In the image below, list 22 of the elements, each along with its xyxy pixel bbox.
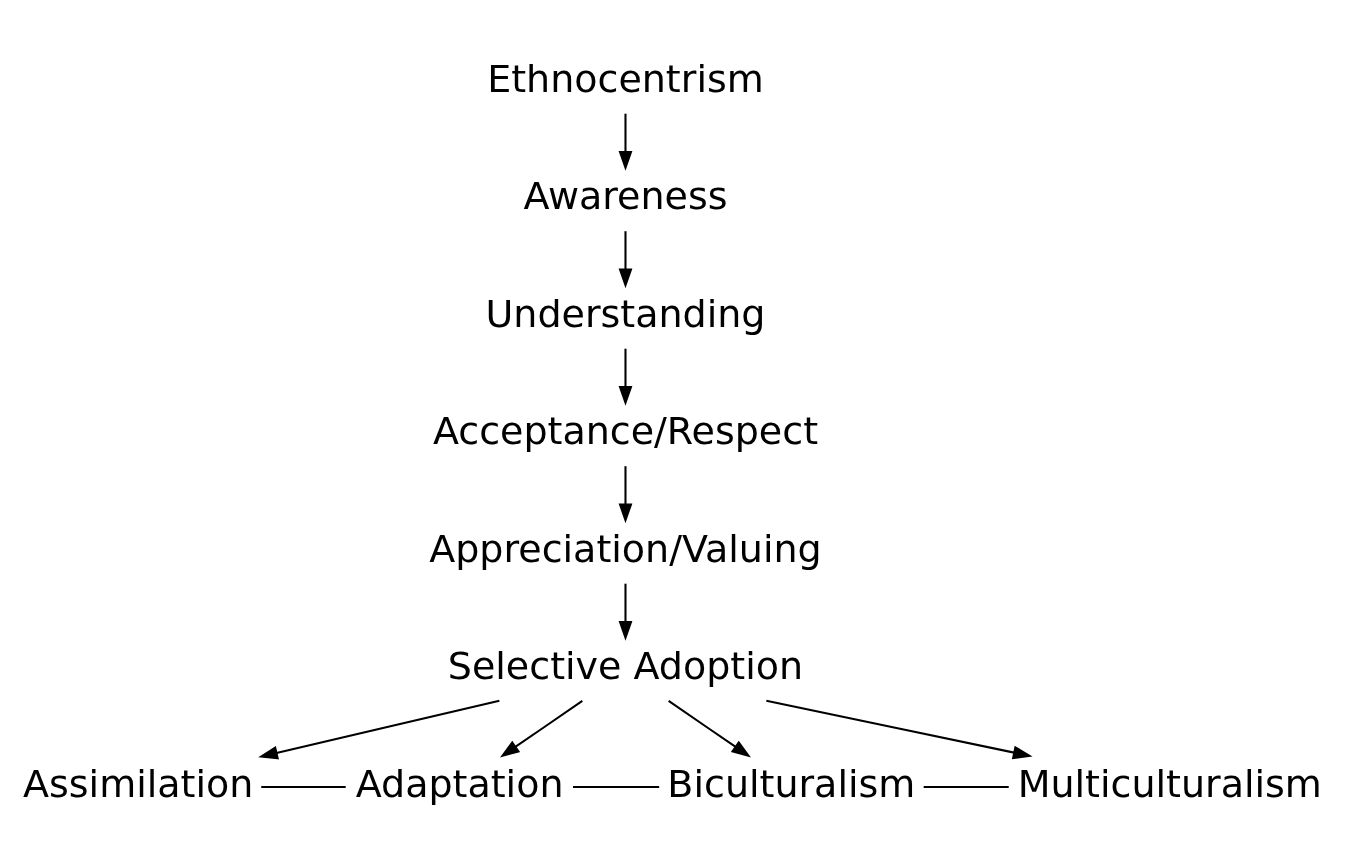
- arrow: [668, 699, 751, 758]
- arrow: [618, 583, 633, 641]
- connector: [923, 785, 1009, 788]
- arrow: [618, 230, 633, 288]
- node-text: Biculturalism: [667, 761, 916, 806]
- node-text: Multiculturalism: [1017, 761, 1322, 806]
- node-text: Understanding: [485, 291, 766, 336]
- arrow: [618, 113, 633, 171]
- node-text: Acceptance/Respect: [432, 408, 819, 453]
- node-text: Awareness: [523, 173, 728, 218]
- node-text: Assimilation: [23, 761, 254, 806]
- node-text: Selective Adoption: [447, 643, 804, 688]
- arrow: [258, 699, 500, 759]
- arrow: [618, 465, 633, 523]
- node-text: Adaptation: [355, 761, 564, 806]
- arrow: [499, 699, 583, 758]
- node-text: Appreciation/Valuing: [429, 526, 822, 571]
- connector: [261, 785, 346, 788]
- arrow: [766, 699, 1033, 759]
- connector: [573, 785, 660, 788]
- arrow: [618, 348, 633, 406]
- node-text: Ethnocentrism: [487, 56, 764, 101]
